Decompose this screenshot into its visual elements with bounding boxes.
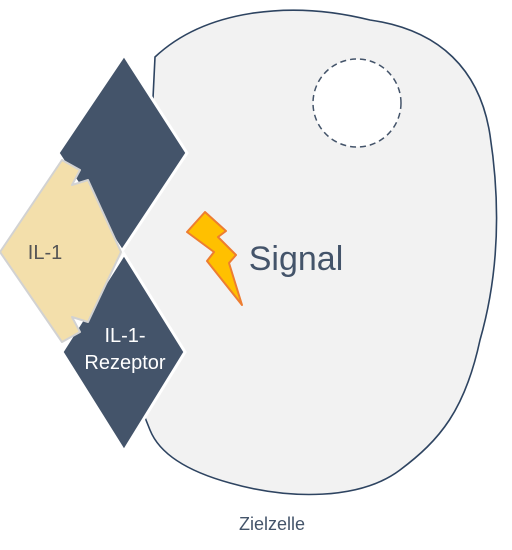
il1-label: IL-1: [28, 242, 62, 264]
target-cell: [99, 9, 498, 496]
nucleus-circle: [312, 58, 402, 148]
cell-label: Zielzelle: [239, 514, 305, 534]
il1-ligand-shape: [0, 159, 122, 343]
receptor-label-line2: Rezeptor: [84, 352, 165, 374]
receptor-label-line1: IL-1-: [104, 325, 145, 347]
lightning-bolt-icon: [186, 211, 243, 306]
signal-label: Signal: [249, 240, 344, 278]
